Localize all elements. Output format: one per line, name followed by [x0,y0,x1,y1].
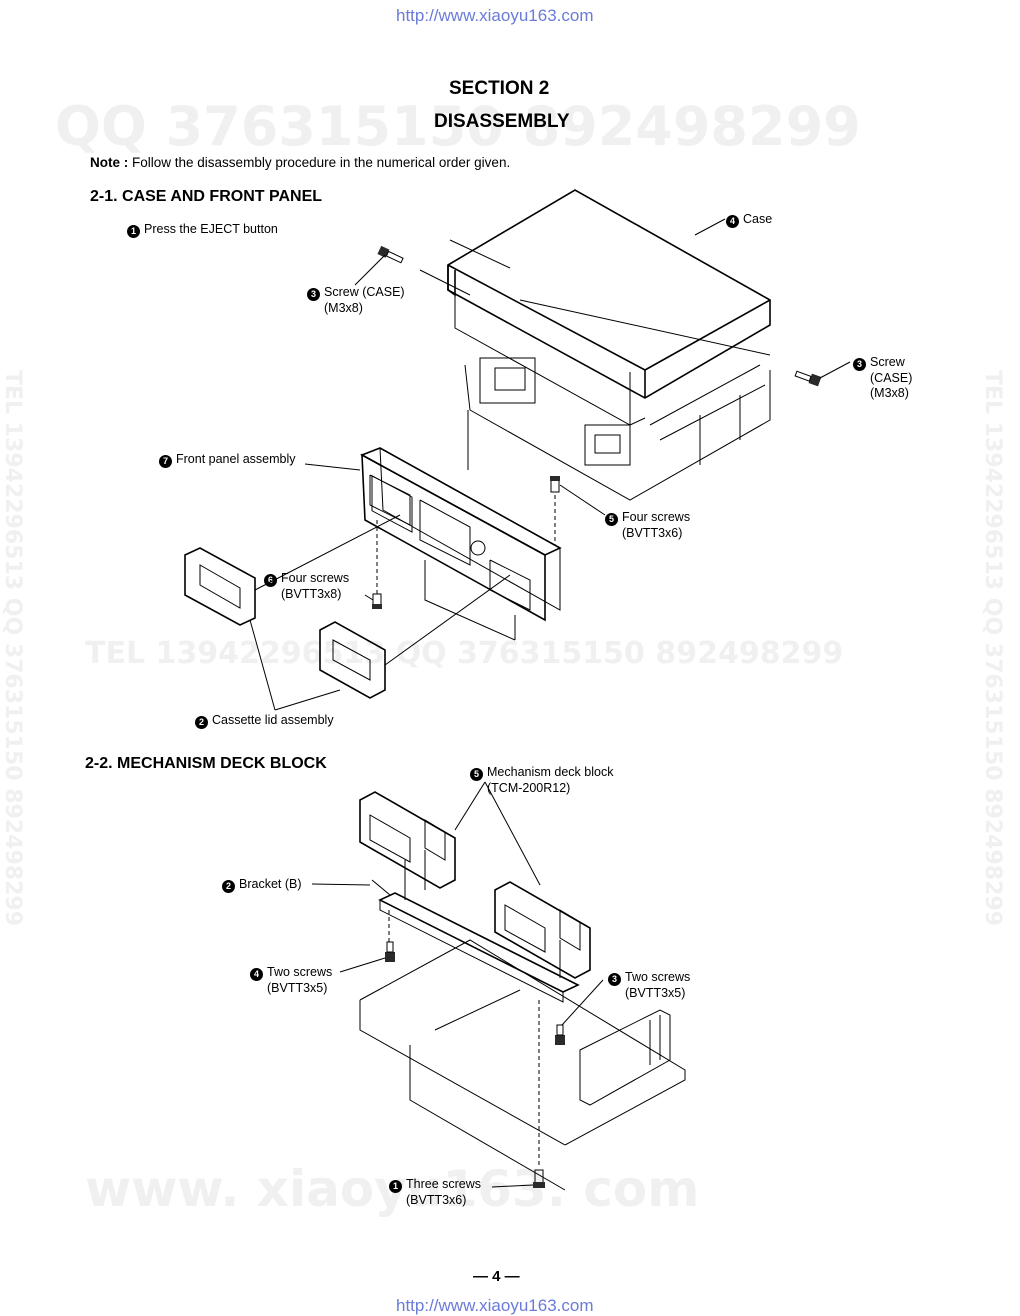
cassette-lid-left [184,547,256,626]
page-number: — 4 — [473,1268,520,1285]
footer-url[interactable]: http://www.xiaoyu163.com [396,1296,594,1315]
watermark-side-right: TEL 13942296513 QQ 376315150 892498299 [980,370,1005,927]
bracket-b [371,879,580,1003]
screw-bvtt3x8-icon [372,593,382,609]
case-diagram [184,189,851,711]
note: Note : Follow the disassembly procedure … [90,155,510,170]
watermark-side-left: TEL 13942296513 QQ 376315150 892498299 [0,370,25,927]
screw-two-left-icon [385,941,395,962]
header-url[interactable]: http://www.xiaoyu163.com [396,6,594,25]
watermark-middle: TEL 13942296513 QQ 376315150 892498299 [85,636,844,671]
cassette-lid-right [319,621,386,699]
note-label: Note : [90,155,129,170]
watermark-top: QQ 376315150 892498299 [55,95,861,158]
screw-two-right-icon [555,1024,565,1045]
note-text: Follow the disassembly procedure in the … [132,155,511,170]
heading-case-front-panel: 2-1. CASE AND FRONT PANEL [90,188,323,205]
mechanism-diagram [311,781,686,1191]
section-subtitle: DISASSEMBLY [434,111,570,132]
heading-mechanism-deck: 2-2. MECHANISM DECK BLOCK [85,755,327,772]
screw-bvtt3x6-icon [550,476,560,493]
section-title: SECTION 2 [449,78,550,99]
mechanism-right [494,881,591,979]
mechanism-left [359,791,456,900]
